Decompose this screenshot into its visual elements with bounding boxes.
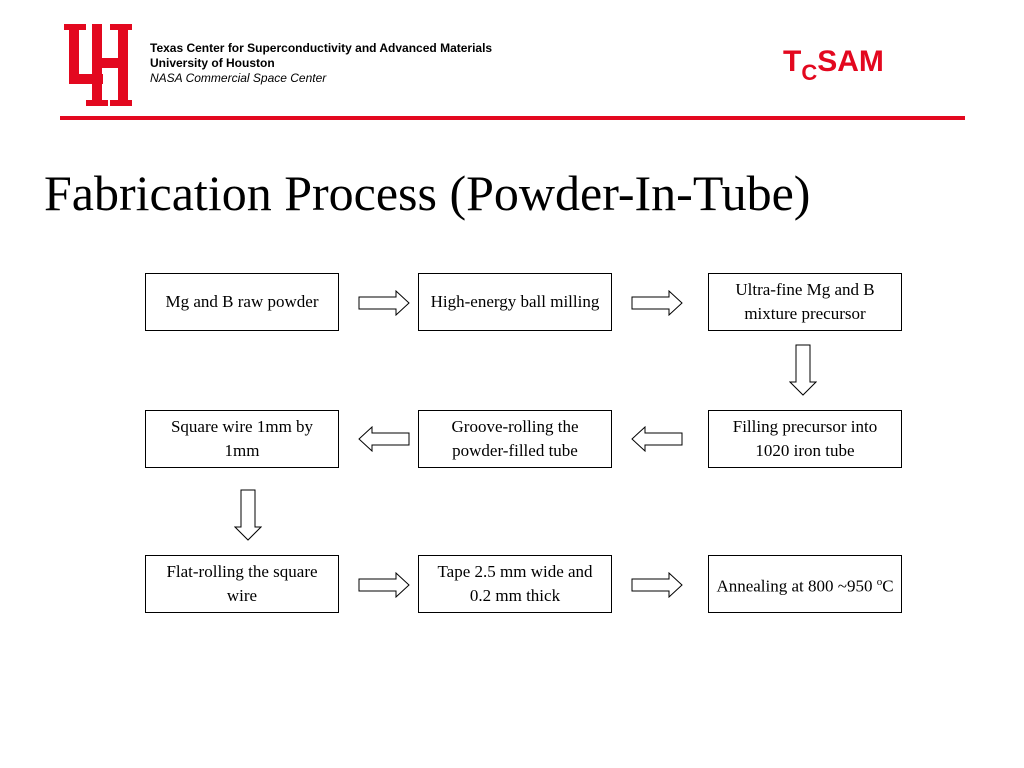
flow-box-groove-rolling: Groove-rolling the powder-filled tube [418, 410, 612, 468]
right-arrow-icon [631, 572, 683, 598]
left-arrow-icon [358, 426, 410, 452]
flow-box-filling-tube: Filling precursor into 1020 iron tube [708, 410, 902, 468]
uh-logo-icon [64, 24, 132, 106]
tcsam-brand: TCSAM [783, 45, 884, 85]
down-arrow-icon [789, 344, 817, 396]
flow-box-ball-milling: High-energy ball milling [418, 273, 612, 331]
org-name: Texas Center for Superconductivity and A… [150, 41, 493, 55]
degree-sup: o [876, 575, 883, 588]
right-arrow-icon [358, 572, 410, 598]
flow-box-precursor: Ultra-fine Mg and B mixture precursor [708, 273, 902, 331]
annealing-text: Annealing at 800 ~950 oC [716, 575, 894, 596]
right-arrow-icon [631, 290, 683, 316]
flow-box-flat-rolling: Flat-rolling the square wire [145, 555, 339, 613]
flow-box-tape: Tape 2.5 mm wide and 0.2 mm thick [418, 555, 612, 613]
down-arrow-icon [234, 489, 262, 541]
brand-sub: C [801, 60, 818, 85]
center-name: NASA Commercial Space Center [150, 71, 327, 85]
flow-box-square-wire: Square wire 1mm by 1mm [145, 410, 339, 468]
organization-block: Texas Center for Superconductivity and A… [150, 41, 492, 86]
flow-box-annealing: Annealing at 800 ~950 oC [708, 555, 902, 613]
university-name: University of Houston [150, 56, 275, 70]
slide-title: Fabrication Process (Powder-In-Tube) [44, 165, 811, 221]
flow-box-raw-powder: Mg and B raw powder [145, 273, 339, 331]
left-arrow-icon [631, 426, 683, 452]
brand-main: T [783, 45, 802, 78]
right-arrow-icon [358, 290, 410, 316]
brand-rest: SAM [817, 45, 884, 78]
header-divider [60, 116, 965, 120]
